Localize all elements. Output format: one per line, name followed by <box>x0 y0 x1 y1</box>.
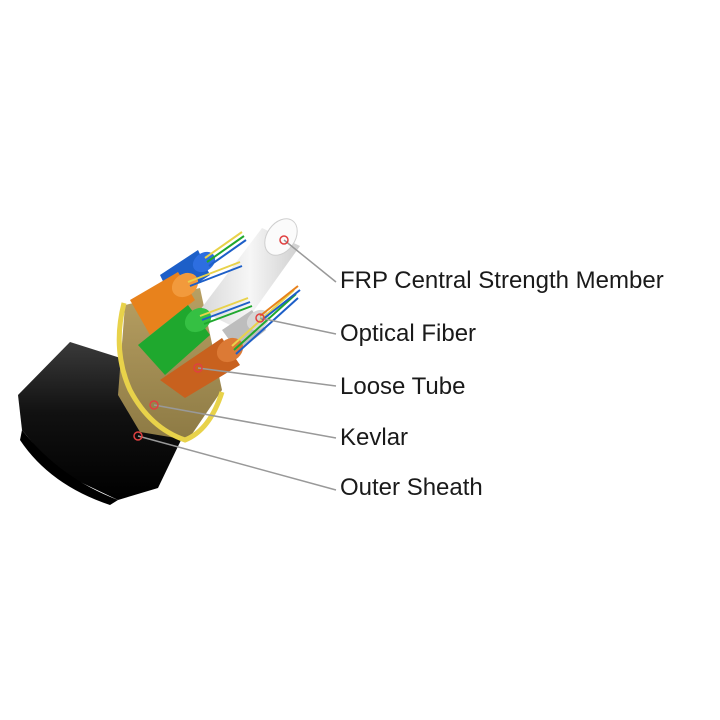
leader-lines <box>137 239 337 491</box>
callout-markers <box>133 235 289 441</box>
leader-fiber <box>259 317 337 335</box>
label-kevlar: Kevlar <box>340 424 409 451</box>
marker-tube <box>193 363 203 373</box>
label-optical-fiber: Optical Fiber <box>340 320 477 347</box>
marker-fiber <box>255 313 265 323</box>
label-outer-sheath: Outer Sheath <box>340 474 483 501</box>
loose-tube-orange <box>130 272 199 335</box>
marker-kevlar <box>149 400 159 410</box>
leader-sheath <box>137 435 337 491</box>
label-loose-tube: Loose Tube <box>340 373 466 400</box>
leader-tube <box>197 367 337 387</box>
marker-sheath <box>133 431 143 441</box>
label-frp-central-strength-member: FRP Central Strength Member <box>340 267 664 294</box>
marker-frp <box>279 235 289 245</box>
leader-kevlar <box>153 404 337 439</box>
leader-frp <box>283 239 337 283</box>
